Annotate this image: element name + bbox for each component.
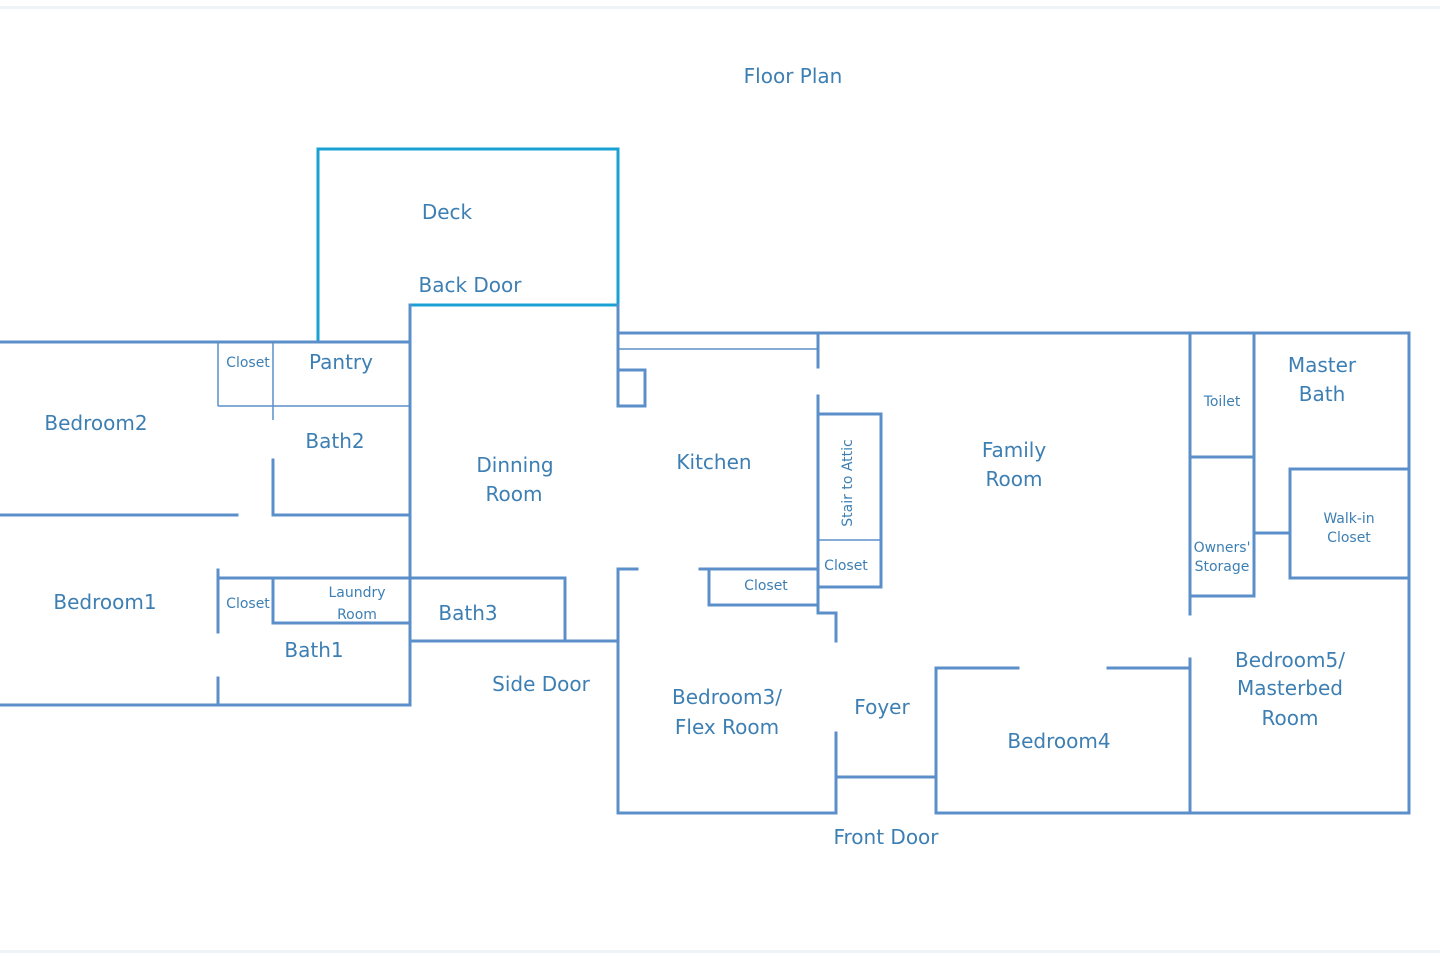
label-front-door: Front Door bbox=[833, 825, 939, 849]
label-dinning-room-line1: Dinning bbox=[476, 453, 553, 477]
label-walk-in-closet-line2: Closet bbox=[1327, 530, 1371, 546]
label-bedroom3-line1: Bedroom3/ bbox=[672, 685, 782, 709]
label-closet-bedroom1: Closet bbox=[226, 596, 270, 612]
label-bedroom4: Bedroom4 bbox=[1007, 729, 1110, 753]
label-closet-kitchen: Closet bbox=[744, 578, 788, 594]
label-owners-storage-line2: Storage bbox=[1195, 559, 1250, 575]
label-deck: Deck bbox=[422, 200, 473, 224]
label-family-room-line1: Family bbox=[982, 438, 1047, 462]
label-kitchen: Kitchen bbox=[676, 450, 751, 474]
label-laundry-room-line2: Room bbox=[337, 607, 377, 623]
top-border bbox=[0, 6, 1440, 9]
label-bedroom5-line2: Masterbed bbox=[1237, 676, 1343, 700]
label-foyer: Foyer bbox=[854, 695, 910, 719]
label-bath2: Bath2 bbox=[305, 429, 364, 453]
label-dinning-room-line2: Room bbox=[486, 482, 543, 506]
label-master-bath-line1: Master bbox=[1288, 353, 1357, 377]
label-owners-storage-line1: Owners' bbox=[1194, 540, 1251, 556]
label-bath1: Bath1 bbox=[284, 638, 343, 662]
bottom-border bbox=[0, 950, 1440, 953]
label-master-bath-line2: Bath bbox=[1299, 382, 1346, 406]
label-bedroom3-line2: Flex Room bbox=[675, 715, 779, 739]
label-family-room-line2: Room bbox=[986, 467, 1043, 491]
label-walk-in-closet-line1: Walk-in bbox=[1323, 511, 1374, 527]
deck-walls bbox=[316, 147, 620, 342]
label-stair-to-attic: Stair to Attic bbox=[840, 439, 856, 526]
label-toilet: Toilet bbox=[1203, 394, 1241, 410]
label-side-door: Side Door bbox=[492, 672, 590, 696]
diagram-title: Floor Plan bbox=[744, 64, 843, 88]
label-bedroom5-line1: Bedroom5/ bbox=[1235, 648, 1345, 672]
label-closet-bedroom2: Closet bbox=[226, 355, 270, 371]
walls bbox=[0, 303, 1411, 815]
label-bath3: Bath3 bbox=[438, 601, 497, 625]
label-bedroom2: Bedroom2 bbox=[44, 411, 147, 435]
label-bedroom1: Bedroom1 bbox=[53, 590, 156, 614]
label-laundry-room-line1: Laundry bbox=[328, 585, 385, 601]
label-pantry: Pantry bbox=[309, 350, 373, 374]
room-labels: Deck Back Door Pantry Closet Bedroom2 Ba… bbox=[44, 200, 1374, 849]
label-back-door: Back Door bbox=[418, 273, 522, 297]
label-bedroom5-line3: Room bbox=[1262, 706, 1319, 730]
label-closet-stair: Closet bbox=[824, 558, 868, 574]
